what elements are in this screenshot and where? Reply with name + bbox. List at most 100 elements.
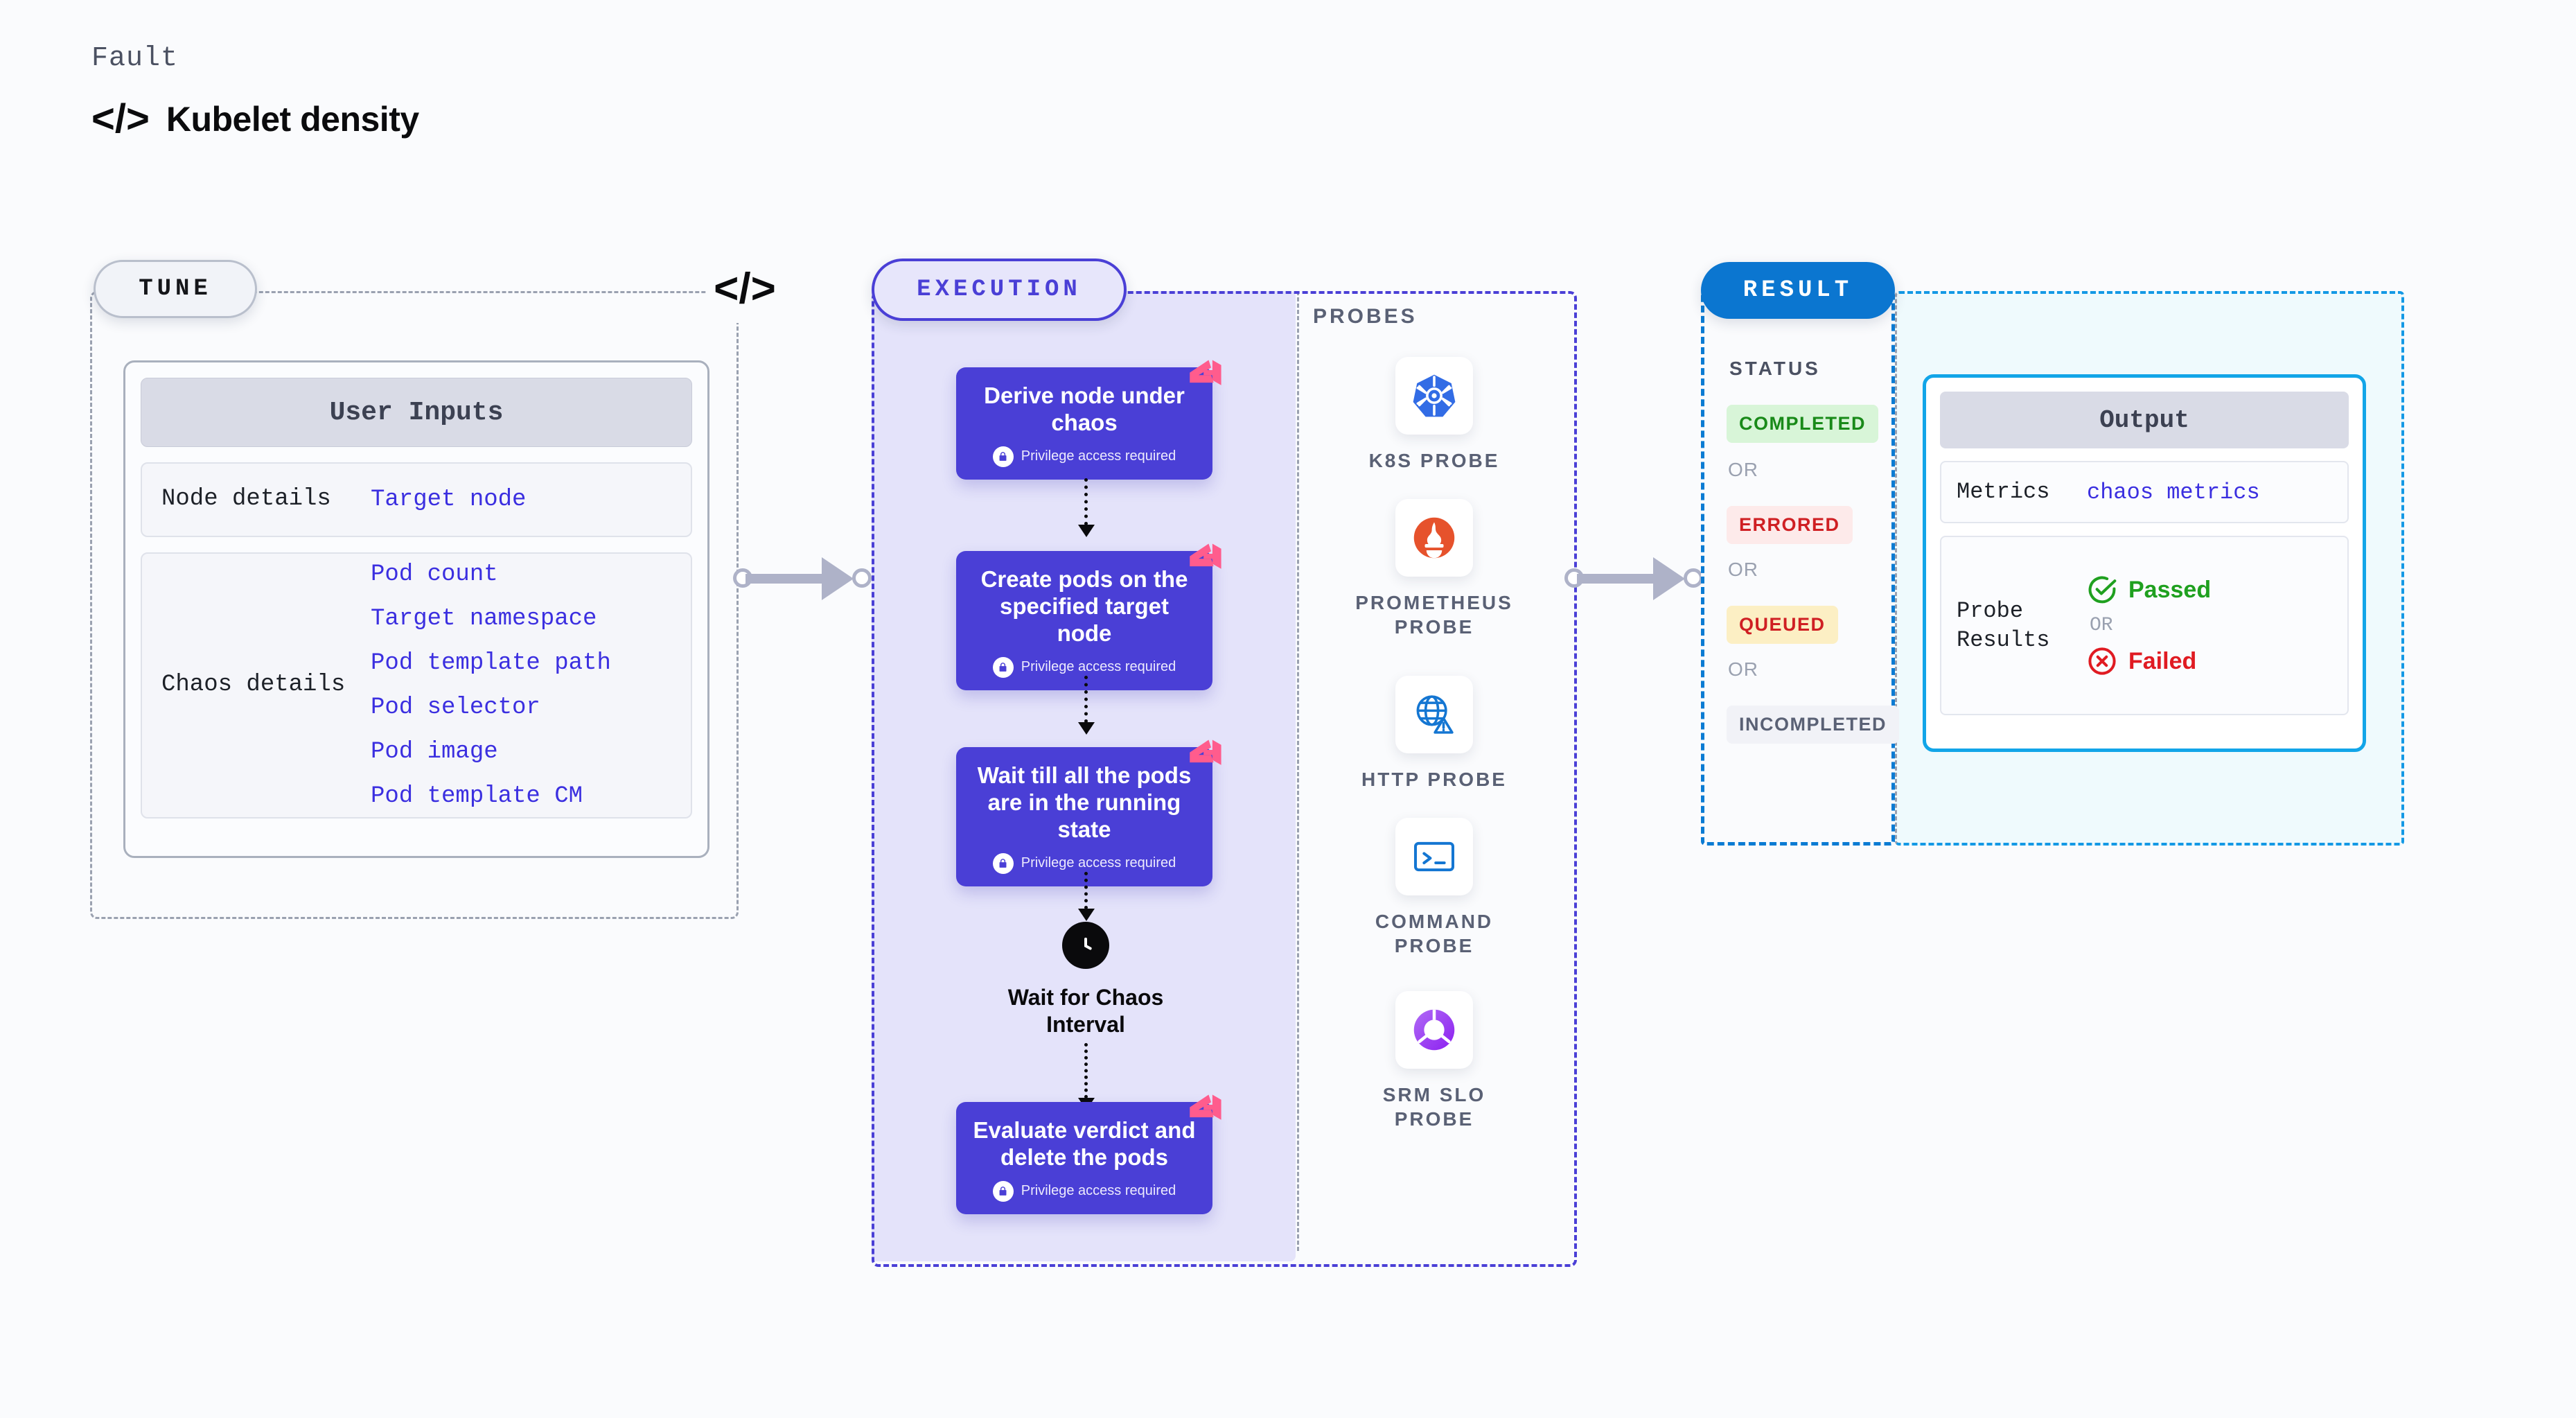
verdict-passed: Passed [2087, 575, 2211, 605]
status-label: STATUS [1729, 358, 1821, 379]
harness-logo-icon [1190, 1094, 1221, 1120]
verdict-failed: Failed [2087, 646, 2211, 676]
probe-command[interactable]: COMMAND PROBE [1358, 818, 1510, 958]
privilege-text: Privilege access required [1021, 855, 1176, 871]
input-target-namespace[interactable]: Target namespace [371, 606, 597, 632]
probe-label: PROMETHEUS PROBE [1355, 592, 1513, 638]
user-inputs-card: User Inputs Node details Target node Cha… [123, 360, 709, 858]
connector-execution-to-result [1564, 548, 1710, 610]
input-pod-selector[interactable]: Pod selector [371, 694, 540, 721]
node-title: Derive node under chaos [984, 383, 1185, 435]
output-metrics-row[interactable]: Metrics chaos metrics [1940, 461, 2349, 523]
execution-node-derive-node[interactable]: Derive node under chaos Privilege access… [956, 360, 1221, 480]
privilege-text: Privilege access required [1021, 448, 1176, 464]
probe-label: SRM SLO PROBE [1382, 1084, 1486, 1130]
kubernetes-icon [1395, 357, 1473, 435]
terminal-icon [1395, 818, 1473, 895]
node-title: Wait till all the pods are in the runnin… [977, 762, 1192, 842]
tune-section-badge[interactable]: TUNE [94, 260, 257, 318]
lock-icon [992, 446, 1014, 467]
chaos-details-row[interactable]: Chaos details Pod count Target namespace… [141, 552, 692, 819]
fault-title-row: </> Kubelet density [91, 99, 419, 139]
flow-connector-1 [1078, 478, 1095, 537]
metrics-key: Metrics [1957, 479, 2050, 505]
probe-label: K8S PROBE [1368, 450, 1500, 471]
node-title: Create pods on the specified target node [980, 566, 1188, 646]
lock-icon [992, 656, 1014, 678]
flow-connector-2 [1078, 676, 1095, 735]
node-privilege-note: Privilege access required [992, 446, 1176, 467]
node-privilege-note: Privilege access required [992, 852, 1176, 874]
execution-node-wait-running[interactable]: Wait till all the pods are in the runnin… [956, 739, 1221, 886]
input-target-node[interactable]: Target node [371, 487, 527, 513]
status-or-2: OR [1728, 559, 1758, 580]
status-or-1: OR [1728, 459, 1758, 480]
clock-icon [1062, 922, 1109, 969]
probe-results-values: Passed OR Failed [2087, 575, 2211, 676]
node-title: Evaluate verdict and delete the pods [973, 1117, 1196, 1170]
fault-kicker-label: Fault [91, 43, 179, 74]
user-inputs-header: User Inputs [141, 378, 692, 447]
connector-line [746, 574, 834, 584]
metrics-value-link[interactable]: chaos metrics [2087, 479, 2260, 505]
input-pod-template-path[interactable]: Pod template path [371, 650, 611, 676]
harness-logo-icon [1190, 543, 1221, 569]
status-badge-queued: QUEUED [1727, 606, 1838, 644]
probe-k8s[interactable]: K8S PROBE [1358, 357, 1510, 473]
chaos-details-values: Pod count Target namespace Pod template … [371, 561, 611, 809]
probe-http[interactable]: HTTP PROBE [1358, 676, 1510, 791]
node-details-key: Node details [161, 486, 331, 513]
slo-donut-check-icon [1395, 991, 1473, 1069]
input-pod-template-cm[interactable]: Pod template CM [371, 783, 583, 809]
tune-section-container [90, 291, 739, 919]
node-details-row[interactable]: Node details Target node [141, 462, 692, 537]
http-globe-warning-icon [1395, 676, 1473, 753]
lock-icon [992, 1180, 1014, 1202]
result-section-badge[interactable]: RESULT [1701, 262, 1895, 319]
probe-label: HTTP PROBE [1361, 769, 1507, 790]
connector-arrowhead [822, 557, 854, 600]
connector-end-dot [1684, 568, 1703, 588]
output-probe-results-row: Probe Results Passed OR Failed [1940, 536, 2349, 715]
status-text: INCOMPLETED [1739, 714, 1887, 735]
privilege-text: Privilege access required [1021, 659, 1176, 675]
result-status-container [1701, 291, 1895, 846]
flow-connector-4 [1078, 1043, 1095, 1110]
node-privilege-note: Privilege access required [992, 1180, 1176, 1202]
code-icon: </> [91, 96, 150, 141]
privilege-text: Privilege access required [1021, 1183, 1176, 1199]
verdict-or: OR [2090, 615, 2113, 636]
harness-logo-icon [1190, 360, 1221, 385]
code-icon: </> [707, 254, 783, 323]
flow-connector-3 [1078, 872, 1095, 921]
status-text: QUEUED [1739, 614, 1826, 635]
probe-results-key: Probe Results [1957, 597, 2050, 653]
status-badge-incompleted: INCOMPLETED [1727, 706, 1900, 744]
status-badge-errored: ERRORED [1727, 506, 1853, 544]
chaos-details-key: Chaos details [161, 672, 346, 699]
connector-arrowhead [1653, 557, 1685, 600]
probe-label: COMMAND PROBE [1375, 911, 1494, 956]
prometheus-icon [1395, 499, 1473, 577]
connector-line [1577, 574, 1666, 584]
output-card: Output Metrics chaos metrics Probe Resul… [1923, 374, 2366, 752]
harness-logo-icon [1190, 739, 1221, 765]
wait-for-chaos-interval-label: Wait for Chaos Interval [1007, 985, 1164, 1038]
input-pod-image[interactable]: Pod image [371, 739, 498, 765]
input-pod-count[interactable]: Pod count [371, 561, 498, 588]
lock-icon [992, 852, 1014, 874]
execution-section-badge[interactable]: EXECUTION [872, 259, 1127, 321]
execution-node-evaluate-verdict[interactable]: Evaluate verdict and delete the pods Pri… [956, 1094, 1221, 1214]
probes-label: PROBES [1313, 305, 1418, 328]
check-circle-icon [2088, 576, 2117, 604]
status-or-3: OR [1728, 658, 1758, 680]
status-text: COMPLETED [1739, 413, 1867, 434]
probe-srm-slo[interactable]: SRM SLO PROBE [1358, 991, 1510, 1131]
probes-column [1297, 291, 1571, 1251]
execution-node-create-pods[interactable]: Create pods on the specified target node… [956, 543, 1221, 690]
probe-prometheus[interactable]: PROMETHEUS PROBE [1355, 499, 1513, 639]
connector-tune-to-execution [733, 548, 879, 610]
output-header: Output [1940, 392, 2349, 448]
page-header: Fault </> Kubelet density [91, 43, 419, 139]
node-details-values: Target node [371, 487, 526, 513]
